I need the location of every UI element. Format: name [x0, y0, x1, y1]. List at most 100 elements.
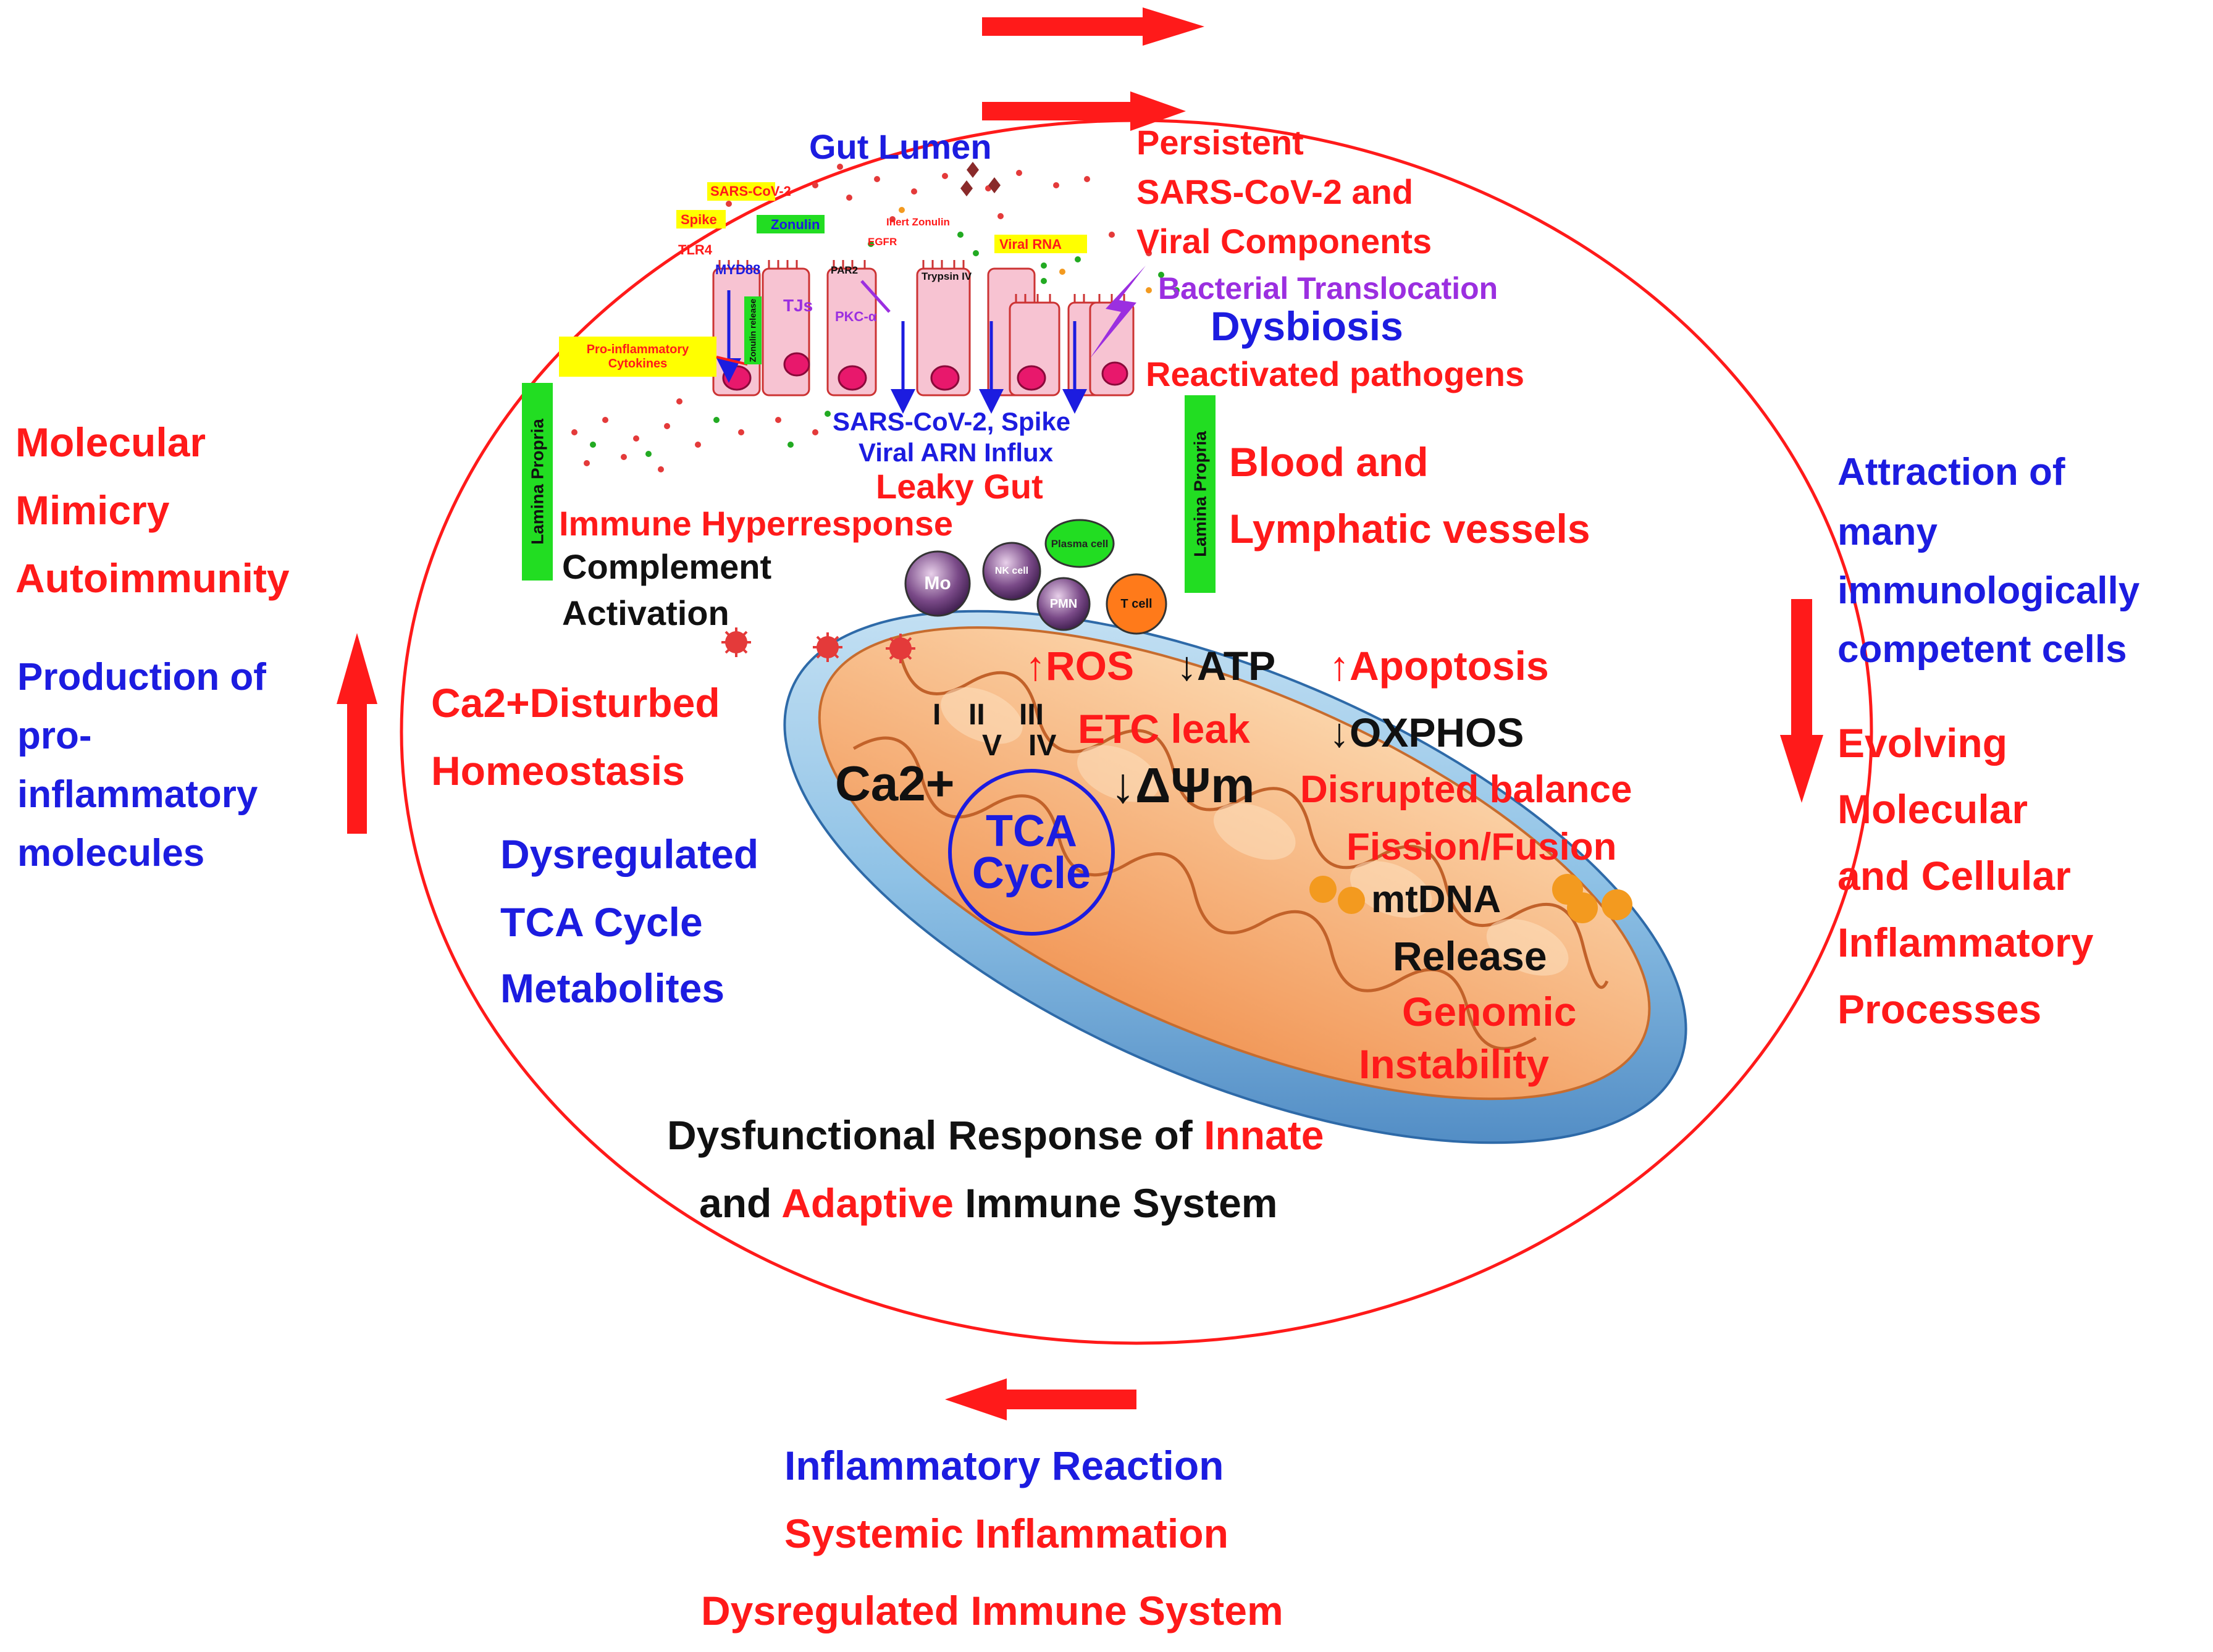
attraction-line4: competent cells [1837, 628, 2127, 671]
lamina-particles [571, 398, 818, 472]
arrow-left-up [337, 633, 377, 834]
ca2: Ca2+ [835, 756, 955, 811]
lamina-propria-right-bar [1185, 395, 1216, 593]
pro-inflammatory-line1: Pro-inflammatory [586, 342, 689, 356]
persistent-line1: Persistent [1136, 123, 1304, 162]
sarscov2-box [707, 182, 775, 201]
dysbiosis: Dysbiosis [1211, 303, 1403, 349]
label-spike: Spike [681, 212, 717, 227]
influx-arrows [716, 290, 1087, 414]
label-myd88: MYD88 [715, 262, 761, 277]
evolving-line2: Molecular [1837, 786, 2028, 832]
pro-inflammatory-cytokines: Pro-inflammatory Cytokines [559, 337, 716, 377]
dysfunctional-line1: Dysfunctional Response of Innate [667, 1112, 1324, 1160]
ros: ↑ROS [1025, 643, 1135, 689]
mtdna-release: Release [1393, 933, 1547, 979]
cell-plasma: Plasma cell [1051, 537, 1109, 550]
pro-inflammatory-line2: Cytokines [608, 356, 668, 371]
systemic-inflammation: Systemic Inflammation [784, 1511, 1228, 1556]
lamina-propria-left-bar [522, 383, 553, 581]
dysregulated-tca-line3: Metabolites [500, 965, 725, 1011]
production-line4: molecules [17, 832, 205, 874]
cell-nk: NK cell [994, 566, 1029, 576]
production-line1: Production of [17, 656, 266, 698]
pkc-arrow [860, 280, 891, 313]
complement-line2: Activation [562, 593, 729, 632]
influx-line1: SARS-CoV-2, Spike [833, 407, 1071, 436]
mitochondrion [783, 610, 1687, 1144]
molecular-mimicry-line2: Mimicry [15, 487, 170, 533]
molecular-mimicry-line1: Molecular [15, 419, 206, 465]
dysregulated-immune-system: Dysregulated Immune System [701, 1588, 1283, 1633]
production-line3: inflammatory [17, 773, 258, 816]
microvilli [718, 260, 1125, 303]
label-viral-rna: Viral RNA [999, 237, 1062, 252]
label-egfr: EGFR [868, 236, 897, 248]
mtdna: mtDNA [1371, 878, 1501, 921]
complex-iv: IV [1028, 729, 1057, 762]
cell-tcell: T cell [1120, 597, 1153, 611]
dysfunctional-line2-a: and [699, 1180, 782, 1226]
reactivated-pathogens: Reactivated pathogens [1146, 354, 1525, 393]
dysfunctional-line2-c: Immune System [953, 1180, 1278, 1226]
cell-pmn: PMN [1049, 597, 1078, 611]
fission-fusion: Fission/Fusion [1346, 826, 1617, 868]
complex-iii: III [1019, 698, 1044, 731]
persistent-line3: Viral Components [1136, 222, 1432, 261]
delta-psi: ↓ΔΨm [1111, 758, 1255, 813]
spike-box [676, 210, 726, 229]
label-tlr4: TLR4 [678, 242, 712, 258]
oxphos: ↓OXPHOS [1329, 710, 1524, 755]
viral-rna-box [994, 235, 1087, 253]
dysfunctional-line1-b: Innate [1204, 1112, 1324, 1158]
zonulin-box [757, 215, 825, 233]
ca-disturbed-line2: Homeostasis [431, 748, 685, 794]
lamina-propria-left: Lamina Propria [527, 419, 547, 545]
evolving-line1: Evolving [1837, 720, 2008, 766]
tca-line1: TCA [986, 806, 1077, 856]
arrow-top-outer [982, 7, 1204, 46]
blood-lymph-line1: Blood and [1229, 439, 1429, 485]
arrow-top-inner [982, 91, 1186, 131]
attraction-line2: many [1837, 511, 1938, 553]
inflammatory-reaction: Inflammatory Reaction [784, 1443, 1224, 1488]
influx-line2: Viral ARN Influx [859, 438, 1054, 467]
attraction-line3: immunologically [1837, 569, 2140, 612]
persistent-line2: SARS-CoV-2 and [1136, 172, 1414, 211]
label-tjs: TJs [783, 296, 813, 315]
tca-cycle-label: TCA Cycle [950, 781, 1113, 923]
epithelial-cells [712, 267, 1135, 396]
label-inert-zonulin: Inert Zonulin [886, 216, 950, 228]
evolving-line4: Inflammatory [1837, 920, 2094, 965]
label-zonulin: Zonulin [771, 217, 820, 232]
complement-line1: Complement [562, 547, 772, 586]
arrow-bottom [945, 1378, 1136, 1420]
dysregulated-tca-line2: TCA Cycle [500, 899, 703, 945]
arrow-right-down [1780, 599, 1823, 803]
molecular-mimicry-line3: Autoimmunity [15, 555, 290, 601]
dysfunctional-line2: and Adaptive Immune System [699, 1180, 1278, 1228]
dysregulated-tca-line1: Dysregulated [500, 831, 759, 877]
attraction-line1: Attraction of [1837, 451, 2065, 493]
etc-leak: ETC leak [1078, 706, 1250, 752]
complex-i: I [933, 698, 941, 731]
pro-inflammatory-box [559, 337, 716, 377]
disrupted-balance: Disrupted balance [1300, 768, 1632, 811]
evolving-line5: Processes [1837, 986, 2042, 1032]
label-sarscov2: SARS-CoV-2 [710, 183, 791, 199]
evolving-line3: and Cellular [1837, 853, 2071, 899]
label-pkc: PKC-α [835, 309, 877, 324]
complex-v: V [982, 729, 1002, 762]
lamina-propria-right: Lamina Propria [1190, 431, 1210, 557]
cell-mo: Mo [924, 573, 951, 593]
label-zonulin-release: Zonulin release [747, 298, 758, 363]
genomic-line1: Genomic [1402, 989, 1577, 1034]
tca-cycle-circle [948, 769, 1115, 936]
mtdna-dots [1309, 874, 1632, 923]
ca-disturbed-line1: Ca2+Disturbed [431, 680, 720, 726]
dysfunctional-line1-a: Dysfunctional Response of [667, 1112, 1204, 1158]
production-line2: pro- [17, 715, 92, 757]
gut-lumen: Gut Lumen [809, 127, 992, 166]
dysfunctional-line2-b: Adaptive [781, 1180, 954, 1226]
